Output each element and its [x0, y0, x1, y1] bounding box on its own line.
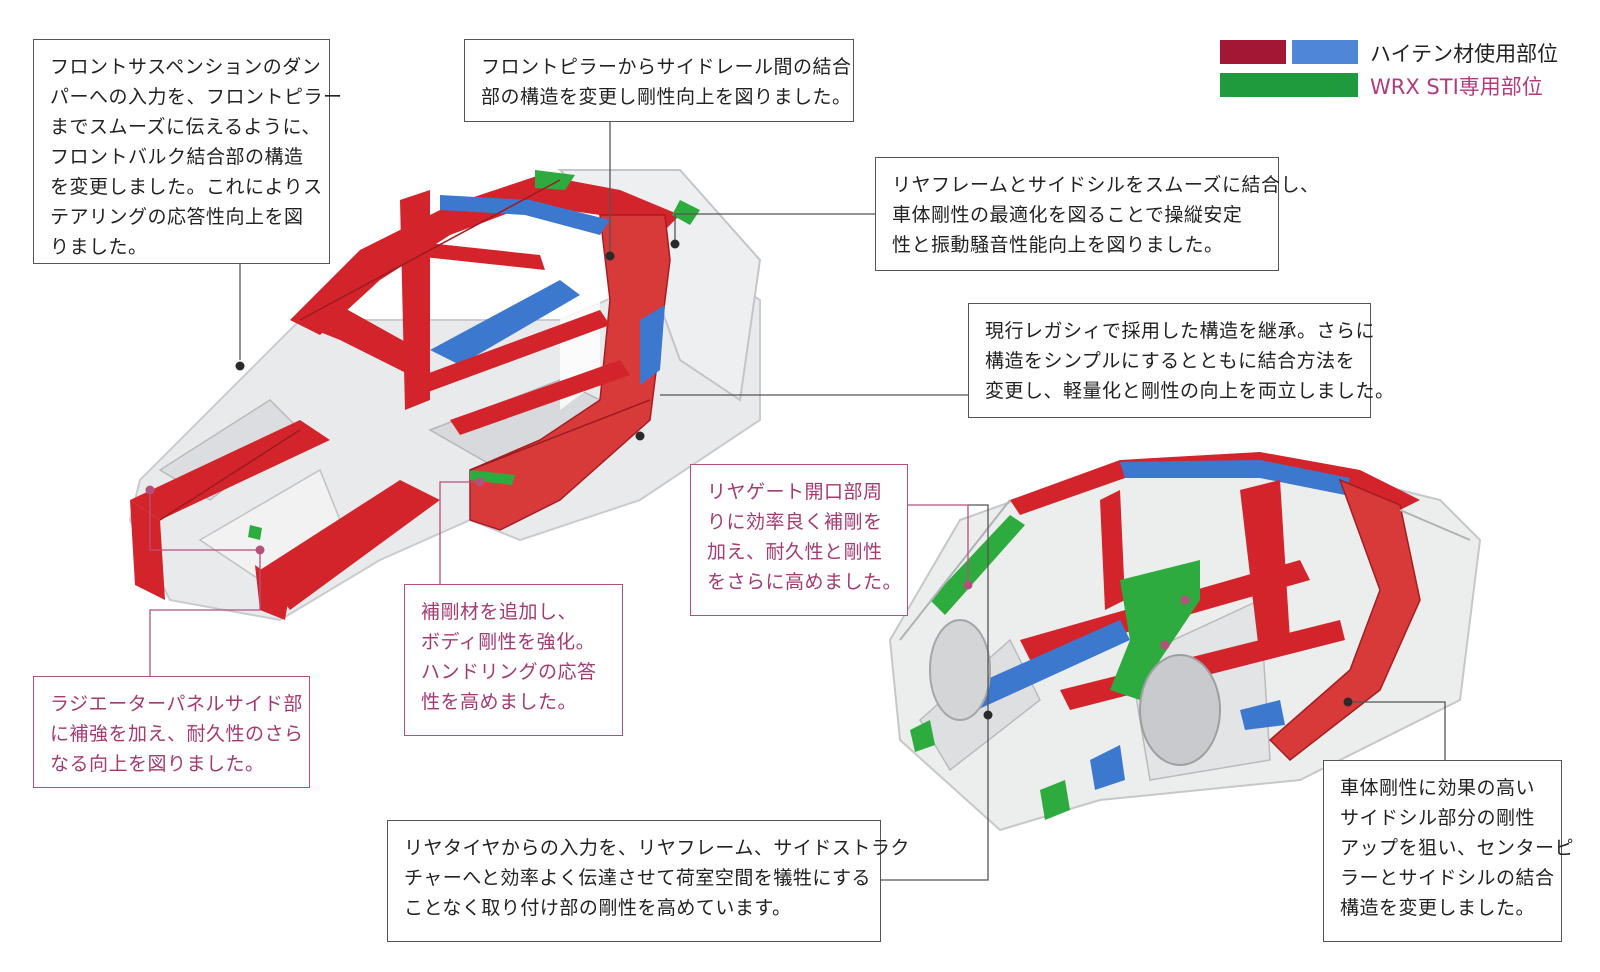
callout-rear-tire: リヤタイヤからの入力を、リヤフレーム、サイドストラク チャーへと効率よく伝達させ…: [387, 820, 909, 942]
front-roof-cross-blue: [440, 195, 610, 235]
front-sti-green-1: [535, 170, 575, 190]
callout-rear-frame: リヤフレームとサイドシルをスムーズに結合し、 車体剛性の最適化を図ることで操縦安…: [875, 157, 1319, 271]
front-frame-rail-right: [260, 480, 440, 610]
callout-radiator-panel: ラジエーターパネルサイド部 に補強を加え、耐久性のさら なる向上を図りました。: [33, 676, 310, 788]
rear-roof-rail: [1010, 452, 1420, 515]
legend-swatch-green: [1220, 73, 1358, 97]
callout-side-sill: 車体剛性に効果の高い サイドシル部分の剛性 アップを狙い、センターピ ラーとサイ…: [1323, 760, 1574, 942]
rear-roof-cross-blue: [1120, 460, 1350, 495]
front-floor-tunnel-blue: [430, 280, 580, 365]
callout-reinforcement: 補剛材を追加し、 ボディ剛性を強化。 ハンドリングの応答 性を高めました。: [404, 584, 623, 736]
callout-legacy-structure: 現行レガシィで採用した構造を継承。さらに 構造をシンプルにするとともに結合方法を…: [968, 303, 1394, 418]
rear-sti-green-pillar: [1110, 560, 1200, 700]
legend-swatch-blue: [1292, 40, 1358, 64]
callout-front-pillar: フロントピラーからサイドレール間の結合 部の構造を変更し剛性向上を図りました。: [464, 39, 854, 122]
callout-rear-gate: リヤゲート開口部周 りに効率良く補剛を 加え、耐久性と剛性 をさらに高めました。: [690, 464, 908, 616]
rear-side-ring-right: [1268, 478, 1421, 761]
callout-front-suspension: フロントサスペンションのダン パーへの入力を、フロントピラー までスムーズに伝え…: [33, 39, 342, 264]
front-left-pillar: [290, 300, 420, 380]
legend-swatch-red: [1220, 40, 1286, 64]
legend-label-sti: WRX STI専用部位: [1370, 75, 1543, 99]
legend-label-high-tensile: ハイテン材使用部位: [1370, 42, 1559, 66]
